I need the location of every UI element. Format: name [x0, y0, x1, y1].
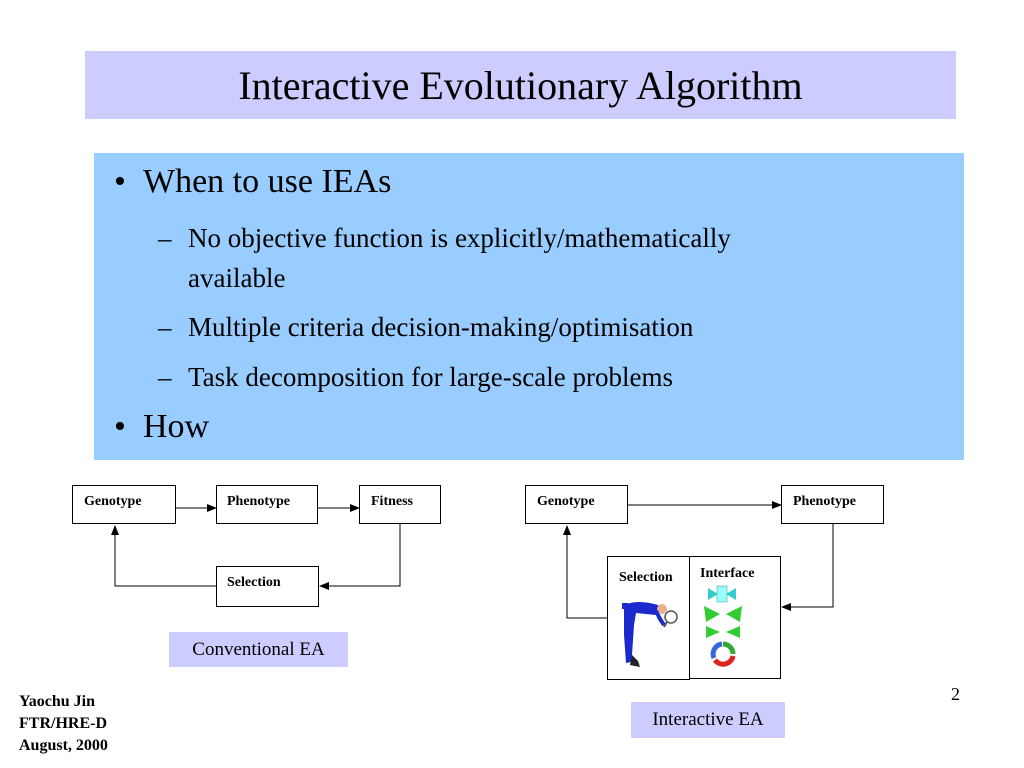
node-ia-interface: Interface: [689, 556, 781, 679]
cyan-arrows-icon: [708, 586, 736, 602]
node-label: Genotype: [84, 494, 142, 510]
node-fitness: Fitness: [359, 485, 441, 524]
caption-interactive-ea: Interactive EA: [631, 702, 785, 738]
caption-text: Conventional EA: [192, 639, 324, 661]
node-label: Fitness: [371, 494, 413, 510]
green-arrows-icon: [704, 606, 742, 638]
node-genotype: Genotype: [72, 485, 176, 524]
node-label: Phenotype: [793, 494, 856, 510]
arrow-fitness-to-selection: [320, 524, 400, 586]
caption-conventional-ea: Conventional EA: [169, 632, 348, 667]
footer-dept: FTR/HRE-D: [19, 713, 108, 735]
subitem-text-continued: available: [188, 258, 285, 298]
dash-mark: –: [158, 218, 172, 258]
person-inspecting-icon: [616, 595, 680, 669]
bullet-mark: •: [114, 163, 126, 201]
dash-mark: –: [158, 307, 172, 347]
cycle-arrows-icon: [713, 644, 733, 664]
arrow-ia-selection-to-genotype: [567, 526, 607, 618]
interface-icon: [702, 584, 752, 669]
node-label: Selection: [619, 570, 673, 586]
node-label: Genotype: [537, 494, 595, 510]
node-ia-genotype: Genotype: [525, 485, 628, 524]
arrow-selection-to-genotype: [115, 526, 216, 586]
content-panel: • When to use IEAs – No objective functi…: [94, 153, 964, 460]
footer-date: August, 2000: [19, 735, 108, 757]
node-label: Interface: [700, 566, 754, 582]
node-selection: Selection: [216, 566, 319, 607]
arrow-ia-phenotype-to-interface: [782, 524, 833, 607]
subitem-text: No objective function is explicitly/math…: [188, 218, 731, 258]
bullet-mark: •: [114, 408, 126, 446]
footer: Yaochu Jin FTR/HRE-D August, 2000: [19, 691, 108, 757]
slide-title: Interactive Evolutionary Algorithm: [85, 51, 956, 119]
node-phenotype: Phenotype: [216, 485, 318, 524]
node-label: Selection: [227, 575, 281, 591]
caption-text: Interactive EA: [652, 709, 763, 731]
footer-author: Yaochu Jin: [19, 691, 108, 713]
dash-mark: –: [158, 357, 172, 397]
subitem-text: Task decomposition for large-scale probl…: [188, 357, 673, 397]
subitem-text: Multiple criteria decision-making/optimi…: [188, 307, 693, 347]
node-ia-selection: Selection: [607, 556, 690, 680]
bullet-text: How: [143, 408, 209, 446]
bullet-text: When to use IEAs: [143, 163, 391, 201]
node-label: Phenotype: [227, 494, 290, 510]
node-ia-phenotype: Phenotype: [781, 485, 884, 524]
page-number: 2: [951, 684, 960, 705]
slide-title-text: Interactive Evolutionary Algorithm: [238, 62, 802, 109]
